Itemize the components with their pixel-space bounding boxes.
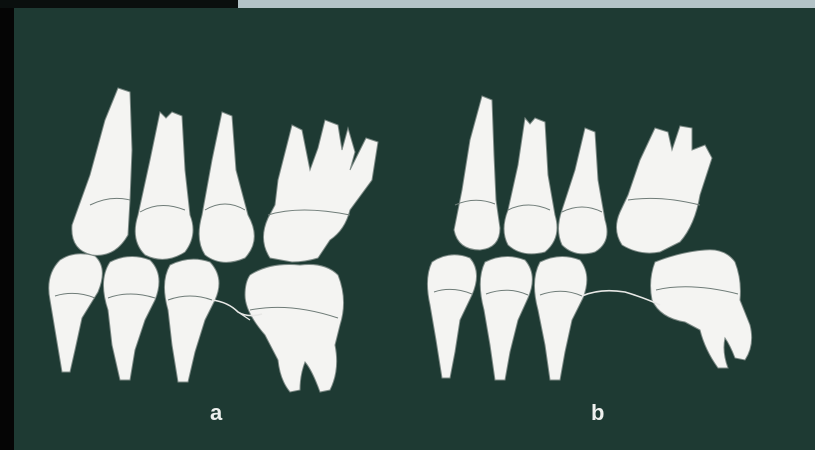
top-strip bbox=[238, 0, 815, 8]
panel-label-a: a bbox=[210, 400, 222, 426]
panel-label-b: b bbox=[591, 400, 604, 426]
top-left-dark-corner bbox=[0, 0, 238, 8]
left-dark-edge bbox=[0, 0, 14, 450]
